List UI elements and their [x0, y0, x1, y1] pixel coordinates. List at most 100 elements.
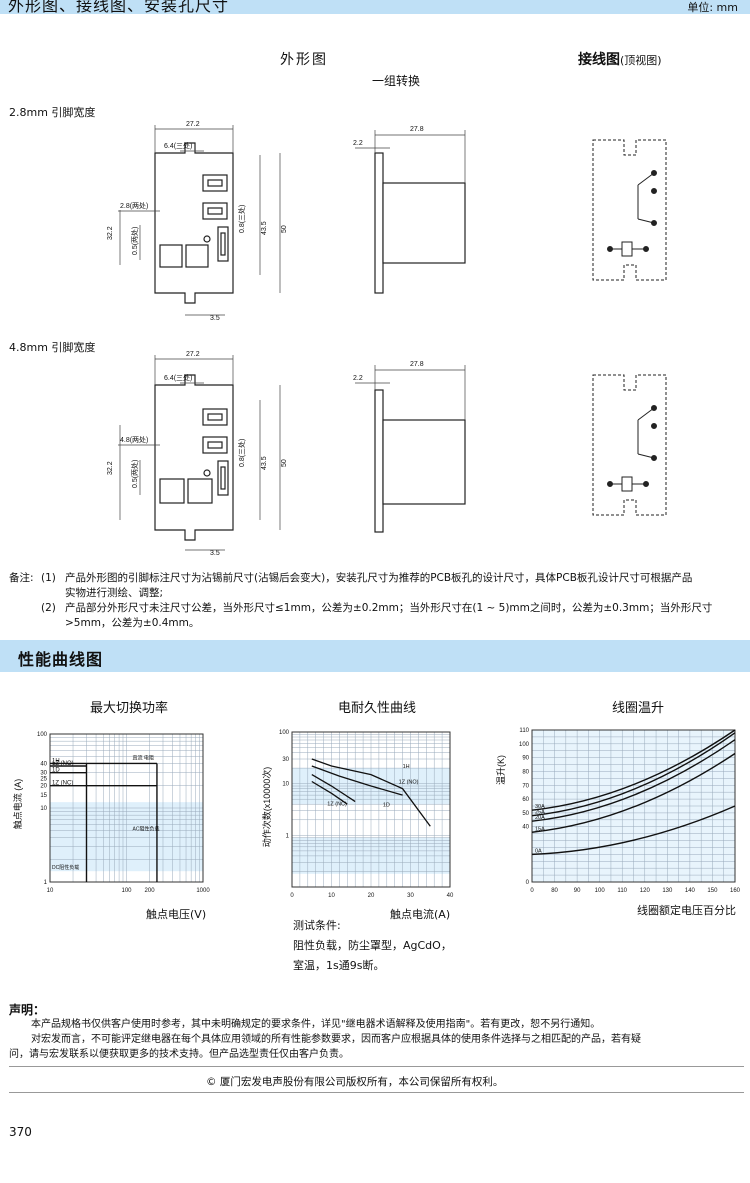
v1-hole-dim: 3.5	[210, 315, 220, 322]
chart1-xtick-2: 200	[145, 888, 156, 894]
chart1-xtick-3: 1000	[196, 888, 210, 894]
v1-pin-thick-dim: 0.8(三处)	[237, 205, 246, 233]
curves-band	[0, 640, 750, 672]
v2-pitch-dim: 6.4(三处)	[164, 373, 192, 382]
chart2-ytick-1: 10	[282, 782, 289, 788]
variant2-side-drawing: 27.8 2.2	[353, 361, 466, 533]
chart2-xtick-4: 40	[447, 893, 454, 897]
chart3-series-label-1: 25A	[535, 810, 545, 816]
chart3-series-label-0: 30A	[535, 804, 545, 810]
chart3-ytick-6: 90	[522, 756, 529, 762]
note-2-num: (2)	[41, 602, 56, 614]
variant1-side-drawing: 27.8 2.2	[353, 126, 466, 294]
chart3-xtick-2: 90	[574, 888, 581, 894]
variant2-label: 4.8mm 引脚宽度	[9, 341, 96, 354]
chart1-annot-1: AC阻性负载	[133, 825, 160, 832]
chart1-frame	[49, 733, 204, 883]
note-2: (2) 产品部分外形尺寸未注尺寸公差，当外形尺寸≤1mm，公差为±0.2mm；当…	[9, 601, 744, 616]
chart2-xlabel: 触点电流(A)	[390, 908, 451, 921]
v1-h50-dim: 50	[281, 225, 288, 233]
chart3-xtick-6: 130	[662, 888, 673, 894]
v1-width-dim: 27.2	[186, 121, 200, 128]
chart3-xtick-4: 110	[617, 888, 627, 894]
v2-side-width-dim: 27.8	[410, 361, 424, 368]
note-1-line1: 产品外形图的引脚标注尺寸为沾锡前尺寸(沾锡后会变大)，安装孔尺寸为推荐的PCB板…	[65, 572, 693, 584]
chart2-series-2	[311, 774, 356, 803]
chart2-ytick-0: 1	[286, 833, 290, 839]
outline-title: 外形图	[280, 52, 328, 68]
v2-hole-dim: 3.5	[210, 550, 220, 557]
chart1-annot-2: DC阻性负载	[52, 864, 79, 871]
chart2-series-3	[311, 780, 348, 805]
chart3-ytick-3: 60	[522, 797, 529, 803]
chart1-ytick-7: 100	[37, 732, 48, 738]
chart3-xtick-3: 100	[595, 888, 606, 894]
chart2-xtick-1: 10	[328, 893, 335, 897]
variant1-label: 2.8mm 引脚宽度	[9, 106, 96, 119]
variant1-front-drawing: 27.2 6.4(三处) 2.8(两处) 3.5 32.2 0.5(两处) 0.…	[107, 121, 288, 322]
statement-title: 声明：	[9, 1003, 46, 1017]
v1-pin-width-dim: 2.8(两处)	[120, 201, 148, 210]
header-title: 外形图、接线图、安装孔尺寸	[8, 0, 230, 15]
v1-pitch-dim: 6.4(三处)	[164, 141, 192, 150]
note-1: 备注: (1) 产品外形图的引脚标注尺寸为沾锡前尺寸(沾锡后会变大)，安装孔尺寸…	[9, 571, 744, 586]
chart3-xtick-0: 0	[530, 888, 534, 894]
chart1-xlabel: 触点电压(V)	[146, 908, 207, 921]
outline-subtitle: 一组转换	[372, 74, 421, 88]
divider-bottom	[9, 1092, 744, 1093]
copyright: © 厦门宏发电声股份有限公司版权所有，本公司保留所有权利。	[206, 1076, 504, 1088]
v2-side-thick-dim: 2.2	[353, 375, 363, 382]
chart2-series-label-2: 1D	[383, 803, 390, 809]
chart3-title: 线圈温升	[612, 701, 665, 716]
chart2-series-1	[311, 765, 403, 796]
chart3-series-label-2: 20A	[535, 815, 545, 821]
v1-side-thick-dim: 2.2	[353, 140, 363, 147]
chart2-xtick-0: 0	[290, 893, 294, 897]
v1-side-width-dim: 27.8	[410, 126, 424, 133]
test-line2: 室温，1s通9s断。	[293, 959, 385, 972]
chart3-series-1	[531, 732, 736, 817]
notes-block: 备注: (1) 产品外形图的引脚标注尺寸为沾锡前尺寸(沾锡后会变大)，安装孔尺寸…	[9, 571, 744, 631]
wiring-title-text: 接线图	[578, 52, 620, 68]
variant1-wiring-diagram	[592, 139, 667, 281]
chart2-test-conditions: 测试条件: 阻性负载，防尘罩型，AgCdO， 室温，1s通9s断。	[293, 916, 452, 976]
chart1-series-label-2: 1D	[52, 768, 60, 774]
chart2-series-label-3: 1Z (NC)	[327, 801, 347, 807]
chart2-ytick-3: 100	[279, 730, 290, 736]
v2-height-dim: 32.2	[107, 461, 114, 475]
v1-h435-dim: 43.5	[261, 221, 268, 235]
chart1-title: 最大切换功率	[90, 701, 169, 716]
chart1-ytick-5: 30	[40, 771, 47, 777]
chart2-series-0	[311, 758, 431, 827]
divider-top	[9, 1066, 744, 1067]
chart1-xtick-1: 100	[121, 888, 132, 894]
v1-thick-dim: 0.5(两处)	[130, 227, 139, 255]
chart2-series-label-1: 1Z (NO)	[399, 780, 419, 786]
note-2-line2: >5mm，公差为±0.4mm。	[65, 617, 200, 629]
v2-pin-thick-dim: 0.8(三处)	[237, 439, 246, 467]
variant2-wiring-diagram	[592, 374, 667, 516]
chart3-series-label-4: 0A	[535, 848, 542, 854]
chart3-ytick-1: 40	[522, 825, 529, 831]
chart3-xtick-8: 150	[707, 888, 718, 894]
chart3-ytick-2: 50	[522, 811, 529, 817]
chart1-ytick-2: 15	[40, 793, 47, 799]
statement-line2: 对宏发而言，不可能评定继电器在每个具体应用领域的所有性能参数要求，因而客户应根据…	[31, 1034, 641, 1045]
v2-pin-width-dim: 4.8(两处)	[120, 435, 148, 444]
chart2-xtick-2: 20	[368, 893, 375, 897]
statement-body: 本产品规格书仅供客户使用时参考，其中未明确规定的要求条件，详见"继电器术语解释及…	[9, 1017, 744, 1062]
chart2-xtick-3: 30	[407, 893, 414, 897]
chart3-ylabel: 温升(K)	[496, 755, 506, 785]
test-line1: 阻性负载，防尘罩型，AgCdO，	[293, 939, 452, 952]
chart3-series-3	[531, 752, 736, 833]
chart1-series-label-0: 1H	[52, 758, 60, 764]
note-1-line2: 实物进行测绘、调整;	[65, 587, 164, 599]
chart3-series-0	[531, 729, 736, 811]
page-number: 370	[9, 1125, 32, 1139]
chart2-frame	[291, 731, 451, 888]
curves-title: 性能曲线图	[18, 650, 104, 669]
v2-thick-dim: 0.5(两处)	[130, 460, 139, 488]
